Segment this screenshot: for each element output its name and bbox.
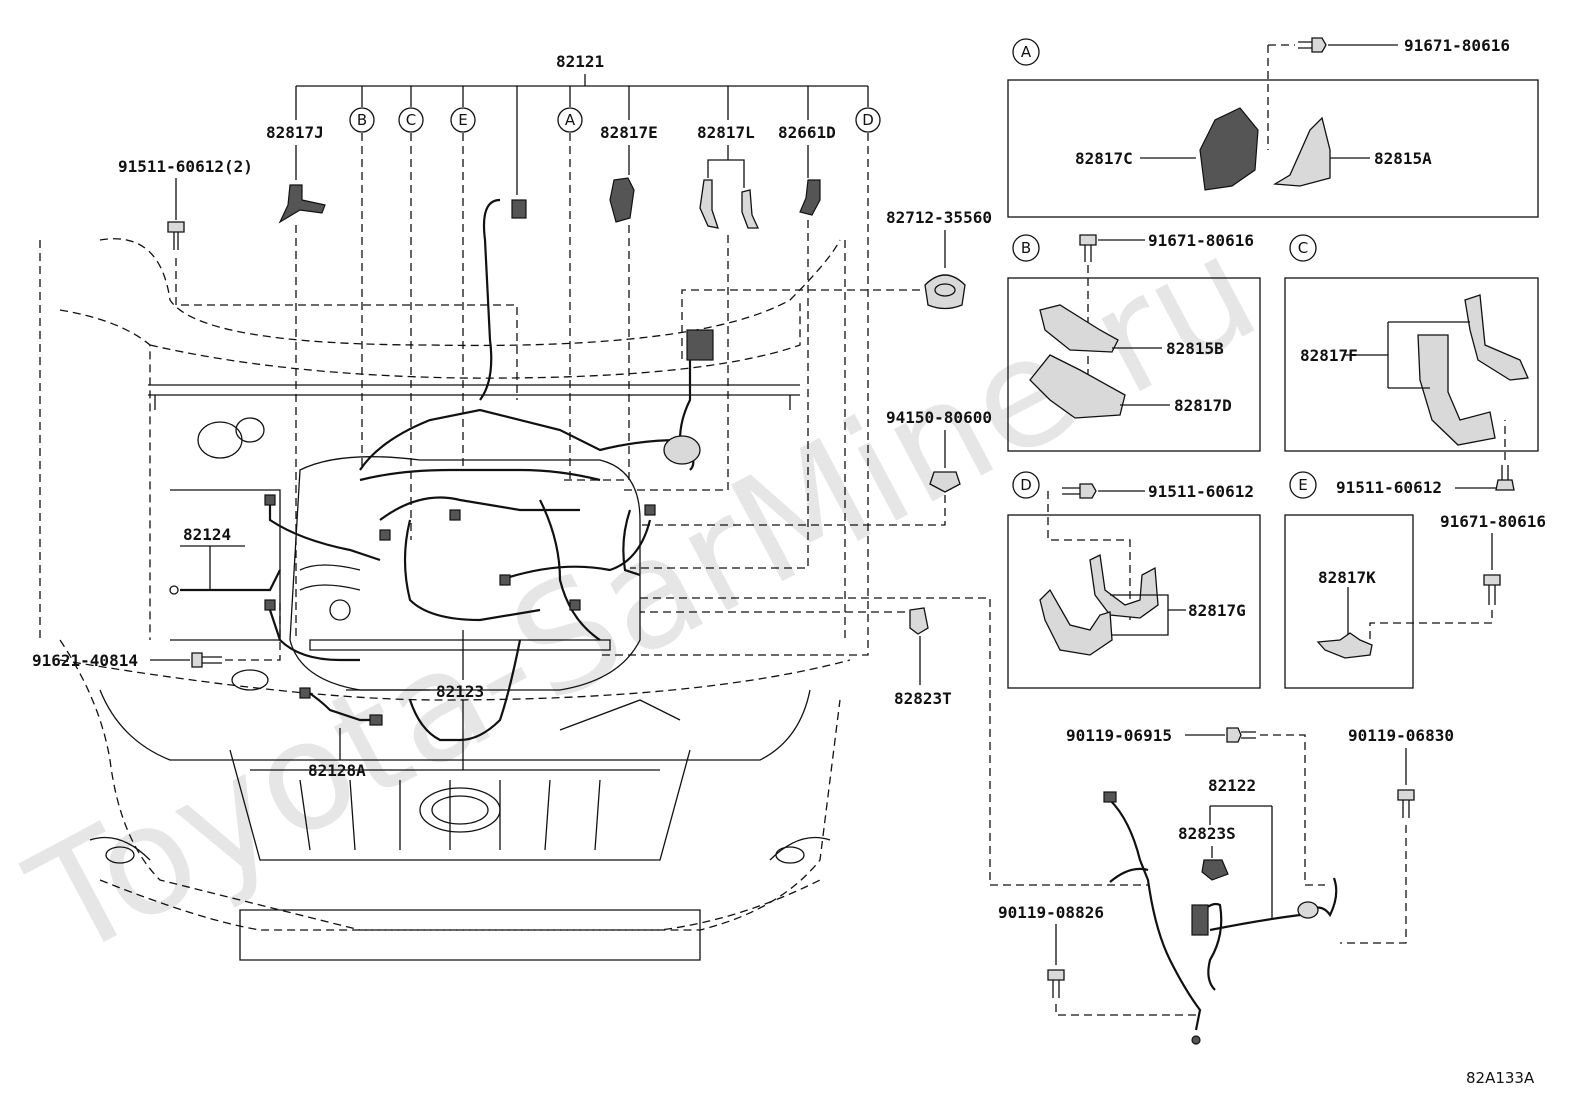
label-90119-06915: 90119-06915 xyxy=(1066,726,1172,745)
nut-icon xyxy=(929,471,961,493)
label-82712-35560: 82712-35560 xyxy=(886,208,992,227)
detail-C-ref: C xyxy=(1298,239,1308,257)
reference-circles: B C E A D xyxy=(349,107,881,133)
label-82817E: 82817E xyxy=(600,123,658,142)
label-82817J: 82817J xyxy=(266,123,324,142)
label-82661D: 82661D xyxy=(778,123,836,142)
bolt-icon xyxy=(1483,574,1501,605)
label-82823T: 82823T xyxy=(894,689,952,708)
label-82817K: 82817K xyxy=(1318,568,1376,587)
label-82124: 82124 xyxy=(183,525,231,544)
detail-A: A 91671-80616 82817C 82815A xyxy=(1007,36,1539,218)
detail-D: D 91511-60612 82817G xyxy=(1007,471,1261,689)
detail-B-ref: B xyxy=(1021,239,1031,257)
harness-82122-group: 90119-06915 90119-06830 82122 82823S 901… xyxy=(998,726,1454,1045)
label-90119-06830: 90119-06830 xyxy=(1348,726,1454,745)
ref-A-label: A xyxy=(565,111,576,129)
label-82815B: 82815B xyxy=(1166,339,1224,358)
label-82823S: 82823S xyxy=(1178,824,1236,843)
bolt-icon xyxy=(1495,465,1515,491)
watermark: Toyota-SarMine.ru xyxy=(4,202,1283,992)
engine-wire-harness xyxy=(169,198,714,742)
bolt-icon xyxy=(1047,969,1065,998)
detail-C: C 82817F xyxy=(1284,234,1539,452)
clip-icon xyxy=(924,274,966,310)
bolt-icon xyxy=(1397,789,1415,818)
label-90119-08826: 90119-08826 xyxy=(998,903,1104,922)
connector-82823T-icon xyxy=(909,607,929,635)
label-91511-60612-2: 91511-60612(2) xyxy=(118,157,253,176)
bolt-icon xyxy=(191,652,222,668)
vehicle-front-illustration xyxy=(39,238,851,961)
label-82817D: 82817D xyxy=(1174,396,1232,415)
label-82817G: 82817G xyxy=(1188,601,1246,620)
label-82123: 82123 xyxy=(436,682,484,701)
label-91671-80616-A: 91671-80616 xyxy=(1404,36,1510,55)
ref-B-label: B xyxy=(357,111,367,129)
detail-E-ref: E xyxy=(1298,476,1307,494)
bolt-icon xyxy=(1062,483,1097,499)
ref-E-label: E xyxy=(458,111,467,129)
leader-82121 xyxy=(295,74,869,656)
label-82121: 82121 xyxy=(556,52,604,71)
detail-D-ref: D xyxy=(1020,476,1032,494)
label-82128A: 82128A xyxy=(308,761,366,780)
label-82817F: 82817F xyxy=(1300,346,1358,365)
label-94150-80600: 94150-80600 xyxy=(886,408,992,427)
bolt-icon xyxy=(167,221,185,250)
label-91511-60612-E: 91511-60612 xyxy=(1336,478,1442,497)
top-bracket-parts xyxy=(278,177,821,229)
bolt-icon xyxy=(1226,727,1256,743)
label-82122: 82122 xyxy=(1208,776,1256,795)
label-82815A: 82815A xyxy=(1374,149,1432,168)
label-91671-80616-E: 91671-80616 xyxy=(1440,512,1546,531)
ref-C-label: C xyxy=(406,111,416,129)
label-82817C: 82817C xyxy=(1075,149,1133,168)
bolt-icon xyxy=(1298,37,1327,53)
detail-A-ref: A xyxy=(1021,43,1032,61)
ref-D-label: D xyxy=(862,111,874,129)
label-91511-60612-D: 91511-60612 xyxy=(1148,482,1254,501)
detail-E: E 91511-60612 91671-80616 82817K xyxy=(1284,420,1546,689)
label-82817L: 82817L xyxy=(697,123,755,142)
label-91621-40814: 91621-40814 xyxy=(32,651,138,670)
diagram-id: 82A133A xyxy=(1466,1069,1535,1087)
detail-B: B 91671-80616 82815B 82817D xyxy=(1007,231,1261,452)
label-91671-80616-B: 91671-80616 xyxy=(1148,231,1254,250)
bolt-icon xyxy=(1079,234,1097,262)
